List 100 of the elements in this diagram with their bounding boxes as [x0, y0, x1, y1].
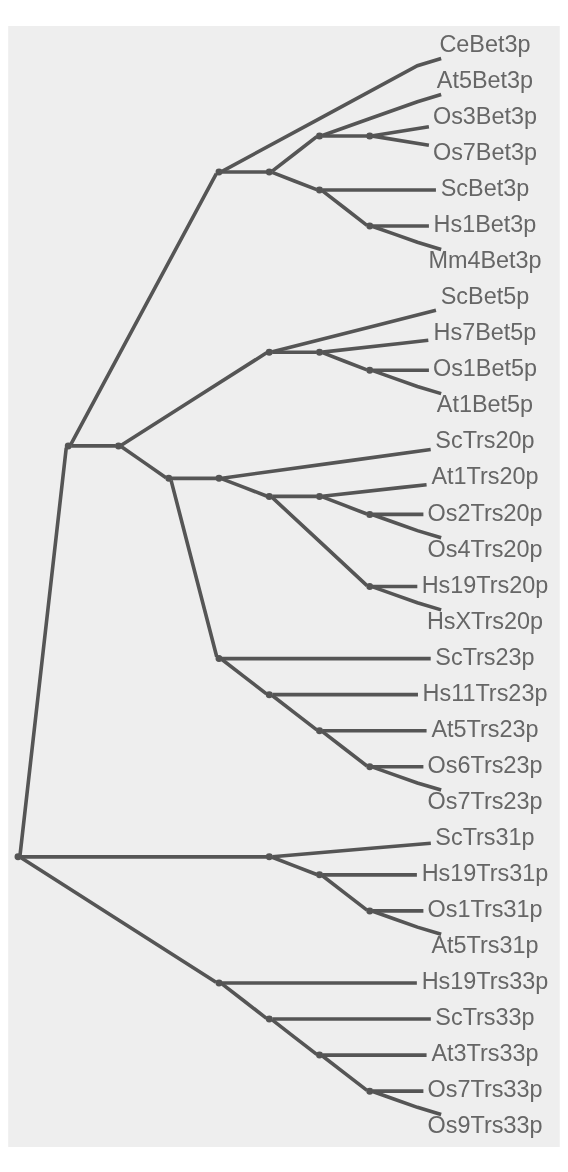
node-text: Os7Trs23p	[427, 787, 543, 814]
node-point	[316, 186, 323, 193]
connector	[270, 495, 369, 587]
connector	[372, 764, 442, 792]
node-point	[265, 168, 273, 175]
node-point	[366, 131, 374, 139]
node-point	[366, 510, 374, 518]
connector	[372, 223, 429, 228]
connector	[372, 1088, 424, 1093]
connector	[221, 476, 268, 498]
node-point	[265, 1015, 273, 1023]
connector	[271, 307, 437, 354]
connector	[372, 584, 418, 588]
node-text: Os7Trs33p	[427, 1075, 543, 1102]
connector	[372, 124, 430, 137]
connector	[222, 980, 417, 985]
node-text: Os3Bet3p	[432, 102, 538, 129]
connector	[322, 728, 427, 732]
node-text: Os4Trs20p	[427, 535, 543, 562]
node-point	[215, 654, 223, 662]
connector	[20, 855, 218, 984]
connector	[272, 1016, 431, 1021]
node-point	[366, 222, 374, 230]
connector	[321, 92, 442, 137]
connector	[372, 764, 424, 769]
node-point	[14, 852, 22, 860]
connector	[220, 981, 268, 1020]
node-point	[366, 762, 374, 770]
node-text: Hs19Trs31p	[421, 859, 549, 886]
connector	[271, 693, 318, 731]
node-point	[265, 348, 273, 356]
node-point	[316, 1051, 323, 1059]
node-text: Os1Bet5p	[432, 354, 538, 381]
connector	[271, 855, 318, 876]
connector	[322, 482, 427, 498]
node-text: At1Bet5p	[436, 390, 534, 417]
connector	[321, 188, 369, 227]
node-text: CeBet3p	[439, 30, 531, 57]
node-text: At5Bet3p	[436, 66, 534, 93]
node-text: ScTrs20p	[435, 426, 535, 453]
connector	[372, 908, 424, 913]
connector	[372, 1089, 442, 1116]
node-text: ScTrs31p	[435, 823, 535, 850]
node-point	[316, 131, 323, 139]
connector	[71, 443, 116, 448]
connector	[372, 909, 442, 936]
node-text: ScTrs23p	[435, 643, 535, 670]
node-point	[366, 582, 374, 590]
connector	[372, 133, 430, 147]
node-text: ScBet5p	[440, 282, 530, 309]
connector	[271, 134, 318, 173]
node-point	[316, 348, 323, 356]
connector	[169, 479, 219, 657]
connector	[272, 494, 317, 498]
node-point	[366, 366, 374, 374]
connector	[372, 512, 424, 516]
connector	[372, 224, 442, 251]
node-point	[316, 492, 323, 500]
connector	[271, 1018, 318, 1056]
node-point	[265, 492, 273, 500]
node-text: Hs7Bet5p	[433, 318, 537, 345]
connector	[69, 172, 218, 446]
connector	[321, 350, 368, 372]
node-text: Hs11Trs23p	[422, 679, 548, 706]
node-text: Os6Trs23p	[427, 751, 543, 778]
node-point	[366, 1087, 374, 1095]
node-point	[366, 906, 374, 914]
node-point	[265, 690, 273, 698]
node-text: ScTrs33p	[435, 1003, 535, 1030]
connector	[372, 584, 442, 612]
connector	[321, 494, 368, 516]
node-text: At1Trs20p	[431, 462, 539, 489]
node-point	[316, 726, 323, 734]
node-text: At5Trs31p	[431, 931, 539, 958]
node-point	[215, 979, 223, 986]
connector	[221, 169, 267, 174]
node-text: Os7Bet3p	[432, 138, 538, 165]
connector	[321, 729, 369, 767]
connector	[20, 854, 267, 859]
connector	[322, 872, 417, 877]
connector	[271, 170, 318, 191]
connector	[322, 1052, 427, 1057]
node-text: Os1Trs31p	[427, 895, 543, 922]
connector	[321, 1054, 369, 1092]
connector	[120, 350, 268, 447]
connector	[272, 840, 431, 859]
connector	[18, 446, 69, 855]
connector	[322, 338, 429, 354]
connector	[372, 368, 442, 395]
connector	[372, 367, 429, 372]
node-point	[316, 870, 323, 878]
node-text: Hs19Trs20p	[421, 571, 549, 598]
connector	[272, 692, 418, 696]
node-text: HsXTrs20p	[426, 607, 544, 634]
connector	[321, 873, 369, 912]
connector	[372, 512, 442, 539]
connector	[322, 133, 367, 138]
node-text: ScBet3p	[440, 174, 530, 201]
node-point	[64, 441, 72, 449]
node-point	[215, 168, 223, 175]
